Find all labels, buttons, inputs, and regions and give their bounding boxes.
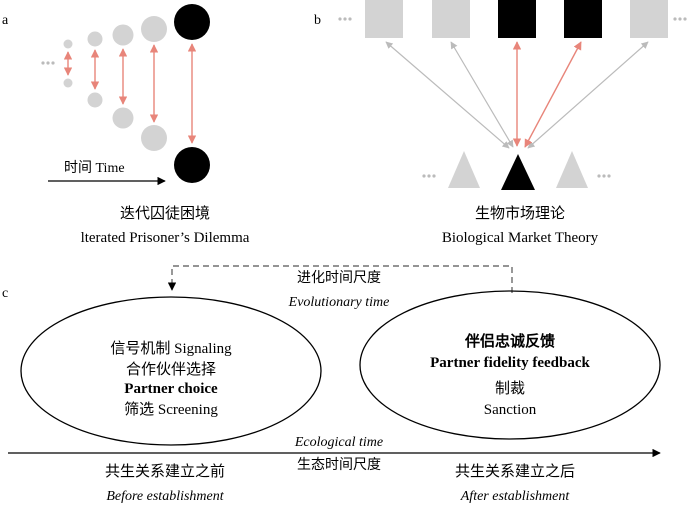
ecological-time-zh: 生态时间尺度 <box>297 457 381 473</box>
after-establishment-zh: 共生关系建立之后 <box>455 463 575 480</box>
panel-b-title-zh: 生物市场理论 <box>475 205 565 222</box>
evolutionary-time-en: Evolutionary time <box>288 295 390 310</box>
market-squares <box>365 0 668 38</box>
evolutionary-feedback-arrow <box>167 265 513 293</box>
after-establishment-ellipse <box>359 290 661 440</box>
panel-a: a 时间 Time <box>2 4 250 246</box>
market-arrows-salmon <box>512 41 582 148</box>
panel-b-label: b <box>314 13 321 28</box>
before-establishment-en: Before establishment <box>106 489 224 504</box>
partner-fidelity-zh: 伴侣忠诚反馈 <box>464 332 555 350</box>
signaling-label: 信号机制 Signaling <box>110 340 232 357</box>
player-circles-bottom <box>63 78 210 183</box>
before-establishment-zh: 共生关系建立之前 <box>105 463 225 480</box>
panel-b-title-en: Biological Market Theory <box>442 230 599 246</box>
panel-c-label: c <box>2 286 8 301</box>
sanction-en: Sanction <box>484 402 537 418</box>
screening-label: 筛选 Screening <box>124 401 218 418</box>
sanction-zh: 制裁 <box>495 380 525 397</box>
ecological-time-en: Ecological time <box>294 435 383 450</box>
before-establishment-ellipse <box>20 296 322 446</box>
partner-fidelity-en: Partner fidelity feedback <box>430 355 590 371</box>
panel-a-title-zh: 迭代囚徒困境 <box>120 204 210 222</box>
partner-choice-en: Partner choice <box>124 381 218 397</box>
partner-choice-zh: 合作伙伴选择 <box>126 361 216 378</box>
interaction-arrows-a <box>63 43 197 144</box>
time-axis-label: 时间 Time <box>64 160 125 176</box>
player-circles-top <box>63 4 210 49</box>
ellipsis-dots-a <box>41 61 55 65</box>
panel-a-label: a <box>2 13 9 28</box>
panel-b: b <box>314 0 687 246</box>
evolutionary-time-zh: 进化时间尺度 <box>297 270 381 286</box>
ellipsis-dots-b <box>338 17 687 178</box>
panel-c: c 进化时间尺度 Evolutionary time 信号机制 Signalin… <box>2 265 661 504</box>
after-establishment-en: After establishment <box>460 489 571 504</box>
market-triangles <box>448 151 588 190</box>
panel-a-title-en: lterated Prisoner’s Dilemma <box>81 230 250 246</box>
